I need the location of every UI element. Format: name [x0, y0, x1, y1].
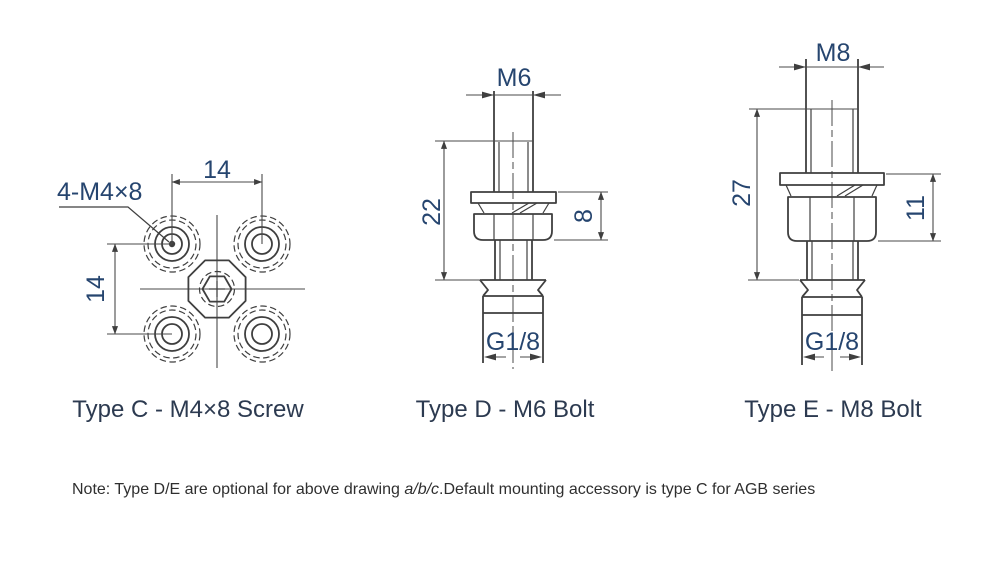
extension-lines [107, 174, 263, 335]
center-mark [209, 281, 225, 297]
hex-nut-body [473, 213, 553, 241]
type-d-drawing: M6 22 8 G1/8 [418, 64, 608, 369]
extension-lines [435, 140, 608, 281]
dim-label-thread: M6 [497, 64, 532, 92]
dim-arrow [530, 353, 542, 361]
port-body [801, 296, 863, 365]
flange [779, 172, 885, 186]
caption-type-e: Type E - M8 Bolt [744, 396, 922, 423]
thread-minor-lines [498, 142, 529, 280]
thread-minor-lines [810, 109, 854, 280]
caption-type-d: Type D - M6 Bolt [415, 396, 595, 423]
dim-arrow [794, 63, 806, 71]
dim-arrow [482, 91, 494, 99]
nut-thread-ring-outer [233, 305, 291, 363]
type-c-drawing: 14 14 4-M4×8 [57, 156, 305, 368]
dim-label-port-thread: G1/8 [805, 328, 859, 356]
hex-nut-body [787, 196, 877, 242]
nut-bottom-right [233, 305, 291, 363]
footnote: Note: Type D/E are optional for above dr… [72, 481, 815, 499]
tail-collar [479, 279, 547, 297]
footnote-prefix: Note: Type D/E are optional for above dr… [72, 481, 405, 498]
dim-arrow [849, 353, 861, 361]
dim-label-length: 27 [728, 179, 756, 207]
type-e-drawing: M8 27 11 G1/8 [728, 39, 941, 371]
collet-section [477, 202, 550, 214]
footnote-suffix: .Default mounting accessory is type C fo… [439, 481, 816, 498]
thread-callout-label: 4-M4×8 [57, 178, 142, 206]
nut-body-circle [244, 316, 280, 352]
dim-arrow [803, 353, 815, 361]
nut-bore-circle [251, 323, 273, 345]
footnote-highlight: a/b/c [404, 481, 440, 498]
octagon-body [187, 259, 247, 319]
nut-thread-ring-inner [237, 309, 287, 359]
nut-facet-lines [493, 214, 534, 240]
caption-type-c: Type C - M4×8 Screw [72, 396, 304, 423]
dim-label-nut-height: 8 [570, 209, 598, 223]
nut-facet-lines [809, 197, 855, 241]
dim-label-length: 22 [418, 198, 446, 226]
dim-label-nut-height: 11 [902, 195, 930, 221]
dim-label-port-thread: G1/8 [486, 328, 540, 356]
shaft-outline [805, 59, 859, 280]
leader-line [59, 206, 170, 243]
dim-arrow [858, 63, 870, 71]
dim-label-thread: M8 [816, 39, 851, 67]
dim-arrow [484, 353, 496, 361]
tail-collar [799, 279, 866, 298]
nut-thread-ring-outer [143, 305, 201, 363]
extension-lines [748, 108, 941, 281]
thread-circle [198, 270, 236, 308]
dim-label-bolt-spacing-vertical: 14 [82, 275, 110, 303]
flange [470, 191, 557, 204]
dim-label-bolt-spacing-horizontal: 14 [203, 156, 231, 184]
collet-section [785, 184, 878, 197]
dim-arrow [533, 91, 545, 99]
port-body [482, 295, 544, 363]
hex-socket [201, 275, 233, 303]
center-boss [187, 259, 247, 319]
